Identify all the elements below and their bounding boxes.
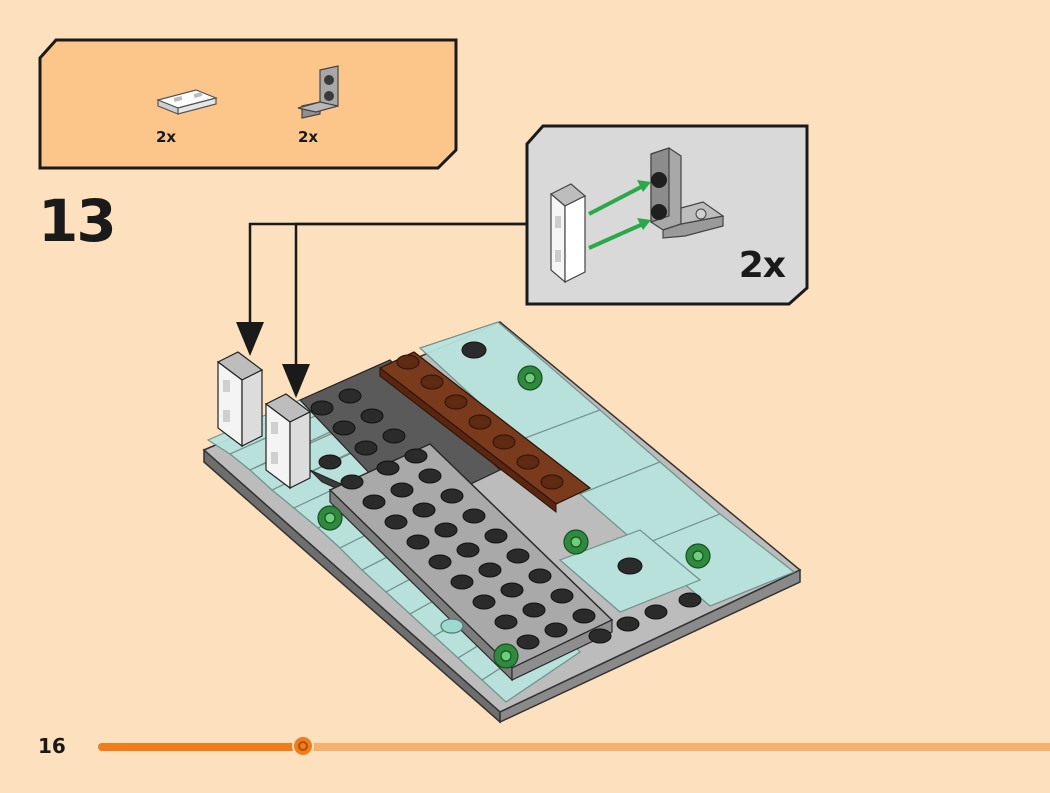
callout-quantity: 2x	[738, 245, 786, 286]
sub-assembly-callout: 2x	[525, 124, 809, 306]
step-number: 13	[38, 187, 117, 255]
progress-track	[98, 743, 1050, 751]
studs	[310, 341, 702, 650]
brown-studs	[396, 354, 564, 490]
white-tile-icon	[549, 183, 587, 284]
green-flower-pieces	[317, 365, 711, 669]
part-quantity: 2x	[298, 128, 319, 146]
progress-fill	[98, 743, 303, 751]
callout-leader-arrows	[248, 222, 527, 372]
attach-arrows	[588, 180, 651, 250]
transparent-round-stud	[440, 618, 464, 634]
white-tile-placed	[264, 393, 312, 490]
grey-bracket-icon	[297, 65, 339, 119]
part-quantity: 2x	[156, 128, 177, 146]
page-number: 16	[38, 734, 66, 758]
placement-arrow-icon	[236, 322, 310, 398]
parts-list-frame	[38, 38, 458, 170]
progress-knob[interactable]	[291, 735, 314, 757]
white-tile-placed	[216, 351, 264, 448]
callout-frame	[525, 124, 809, 306]
white-tile-2x1-icon	[156, 89, 218, 115]
progress-bar	[98, 735, 1050, 757]
grey-bracket-icon	[650, 147, 725, 239]
parts-list-panel: 2x 2x	[38, 38, 458, 170]
